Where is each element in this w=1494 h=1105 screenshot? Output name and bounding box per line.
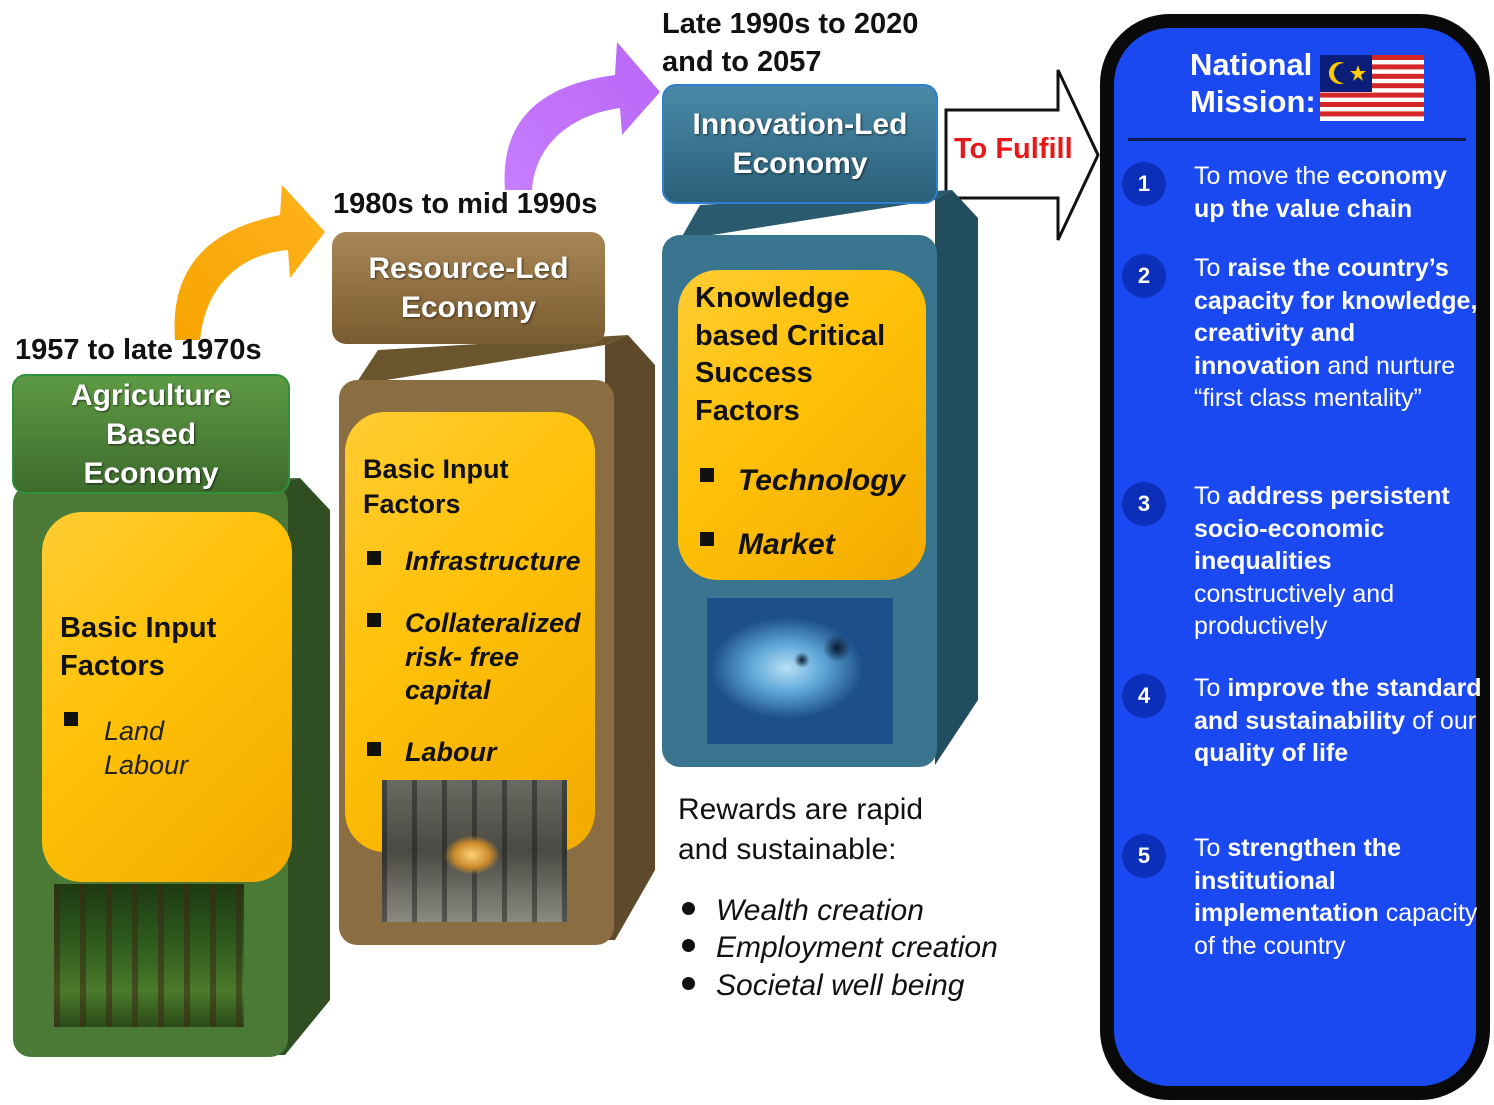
panel-title-line: Knowledge bbox=[695, 282, 850, 314]
mission-title: National Mission: bbox=[1190, 46, 1316, 120]
title-line: Innovation-Led bbox=[692, 108, 908, 141]
factor-text: Infrastructure bbox=[405, 546, 581, 576]
title-line: Agriculture bbox=[70, 378, 232, 412]
mission-number-badge: 1 bbox=[1122, 162, 1166, 206]
bullet-dot bbox=[682, 939, 695, 953]
reward-item: Wealth creation bbox=[678, 892, 998, 930]
to-fulfill-arrow bbox=[944, 69, 1100, 241]
bullet-square bbox=[367, 551, 381, 565]
bullet-dot bbox=[682, 976, 695, 990]
mission-number-badge: 3 bbox=[1122, 482, 1166, 526]
innovation-factors-panel: Knowledge based Critical Success Factors… bbox=[678, 270, 926, 580]
period-line: and to 2057 bbox=[662, 45, 822, 78]
factor-list: Infrastructure Collateralized risk- free… bbox=[367, 545, 592, 770]
factor-item: Technology bbox=[700, 462, 925, 500]
mission-number-badge: 2 bbox=[1122, 254, 1166, 298]
panel-title: Basic Input Factors bbox=[363, 452, 509, 522]
bullet-square bbox=[700, 531, 714, 546]
factor-list: Technology Market bbox=[700, 462, 925, 563]
bullet-square bbox=[64, 712, 78, 726]
period-label: 1957 to late 1970s bbox=[15, 334, 262, 366]
reward-text: Societal well being bbox=[716, 968, 965, 1002]
factor-item: Labour bbox=[104, 749, 189, 780]
panel-title: Knowledge based Critical Success Factors bbox=[695, 280, 885, 431]
factor-item: Land bbox=[104, 716, 165, 746]
panel-title: Basic Input Factors bbox=[60, 610, 216, 685]
rewards-list: Wealth creation Employment creation Soci… bbox=[678, 892, 998, 1005]
microscope-photo bbox=[707, 598, 893, 744]
rewards-intro-line: Rewards are rapid bbox=[678, 793, 924, 826]
to-fulfill-label: To Fulfill bbox=[954, 133, 1073, 165]
mission-item-text: To address persistent socio-economic ine… bbox=[1194, 482, 1450, 640]
mission-item-text: To raise the country’s capacity for know… bbox=[1194, 254, 1478, 412]
bullet-square bbox=[367, 742, 381, 756]
malaysia-flag-icon bbox=[1320, 55, 1424, 121]
factor-text: Labour bbox=[405, 737, 497, 767]
rewards-intro-line: and sustainable: bbox=[678, 832, 897, 866]
panel-title-line: Factors bbox=[363, 489, 461, 520]
title-line: Economy bbox=[732, 147, 868, 180]
mission-number-badge: 5 bbox=[1122, 834, 1166, 878]
factor-text: Market bbox=[738, 527, 835, 561]
national-mission-panel bbox=[1100, 14, 1490, 1100]
panel-title-line: based Critical bbox=[695, 319, 886, 352]
orange-curved-arrow bbox=[174, 185, 325, 340]
panel-title-line: Basic Input bbox=[60, 612, 217, 644]
factor-text: Technology bbox=[738, 464, 906, 497]
mission-title-line: Mission: bbox=[1190, 84, 1316, 120]
factor-item: Infrastructure bbox=[367, 545, 592, 579]
resource-title-box: Resource-Led Economy bbox=[332, 232, 605, 344]
mission-title-line: National bbox=[1190, 47, 1313, 82]
title-line: Economy bbox=[400, 291, 537, 324]
title-line: Economy bbox=[83, 456, 219, 490]
title-line: Resource-Led bbox=[368, 252, 569, 285]
purple-curved-arrow bbox=[504, 42, 660, 190]
bullet-dot bbox=[682, 901, 695, 915]
mission-number-badge: 4 bbox=[1122, 674, 1166, 718]
factory-photo bbox=[382, 780, 567, 922]
mission-item-text: To strengthen the institutional implemen… bbox=[1194, 834, 1478, 960]
panel-title-line: Success bbox=[695, 357, 813, 390]
mission-divider bbox=[1128, 138, 1466, 141]
period-label: Late 1990s to 2020 and to 2057 bbox=[662, 6, 918, 81]
rewards-section: Rewards are rapid and sustainable: Wealt… bbox=[678, 790, 998, 1004]
factor-list: Land Labour bbox=[104, 715, 188, 783]
panel-title-line: Factors bbox=[60, 649, 165, 682]
forest-photo bbox=[54, 884, 244, 1027]
reward-text: Employment creation bbox=[716, 931, 998, 965]
reward-text: Wealth creation bbox=[716, 893, 924, 927]
mission-item-text: To move the economy up the value chain bbox=[1194, 162, 1447, 223]
reward-item: Societal well being bbox=[678, 967, 998, 1005]
resource-factors-panel: Basic Input Factors Infrastructure Colla… bbox=[345, 412, 595, 852]
bullet-square bbox=[700, 468, 714, 482]
factor-item: Labour bbox=[367, 736, 592, 770]
reward-item: Employment creation bbox=[678, 929, 998, 967]
factor-item: Collateralized risk- free capital bbox=[367, 607, 592, 708]
title-line: Based bbox=[105, 417, 197, 451]
innovation-title-box: Innovation-Led Economy bbox=[662, 84, 938, 204]
period-line: Late 1990s to 2020 bbox=[662, 8, 919, 40]
rewards-intro: Rewards are rapid and sustainable: bbox=[678, 790, 998, 870]
factor-text: Collateralized risk- free capital bbox=[405, 607, 581, 706]
agriculture-title-box: Agriculture Based Economy bbox=[12, 374, 290, 494]
agriculture-factors-panel: Basic Input Factors Land Labour bbox=[42, 512, 292, 882]
period-label: 1980s to mid 1990s bbox=[333, 188, 598, 220]
panel-title-line: Factors bbox=[695, 395, 800, 428]
bullet-square bbox=[367, 612, 381, 627]
factor-item: Market bbox=[700, 526, 925, 564]
mission-item-text: To improve the standard and sustainabili… bbox=[1194, 674, 1482, 767]
panel-title-line: Basic Input bbox=[363, 454, 509, 484]
